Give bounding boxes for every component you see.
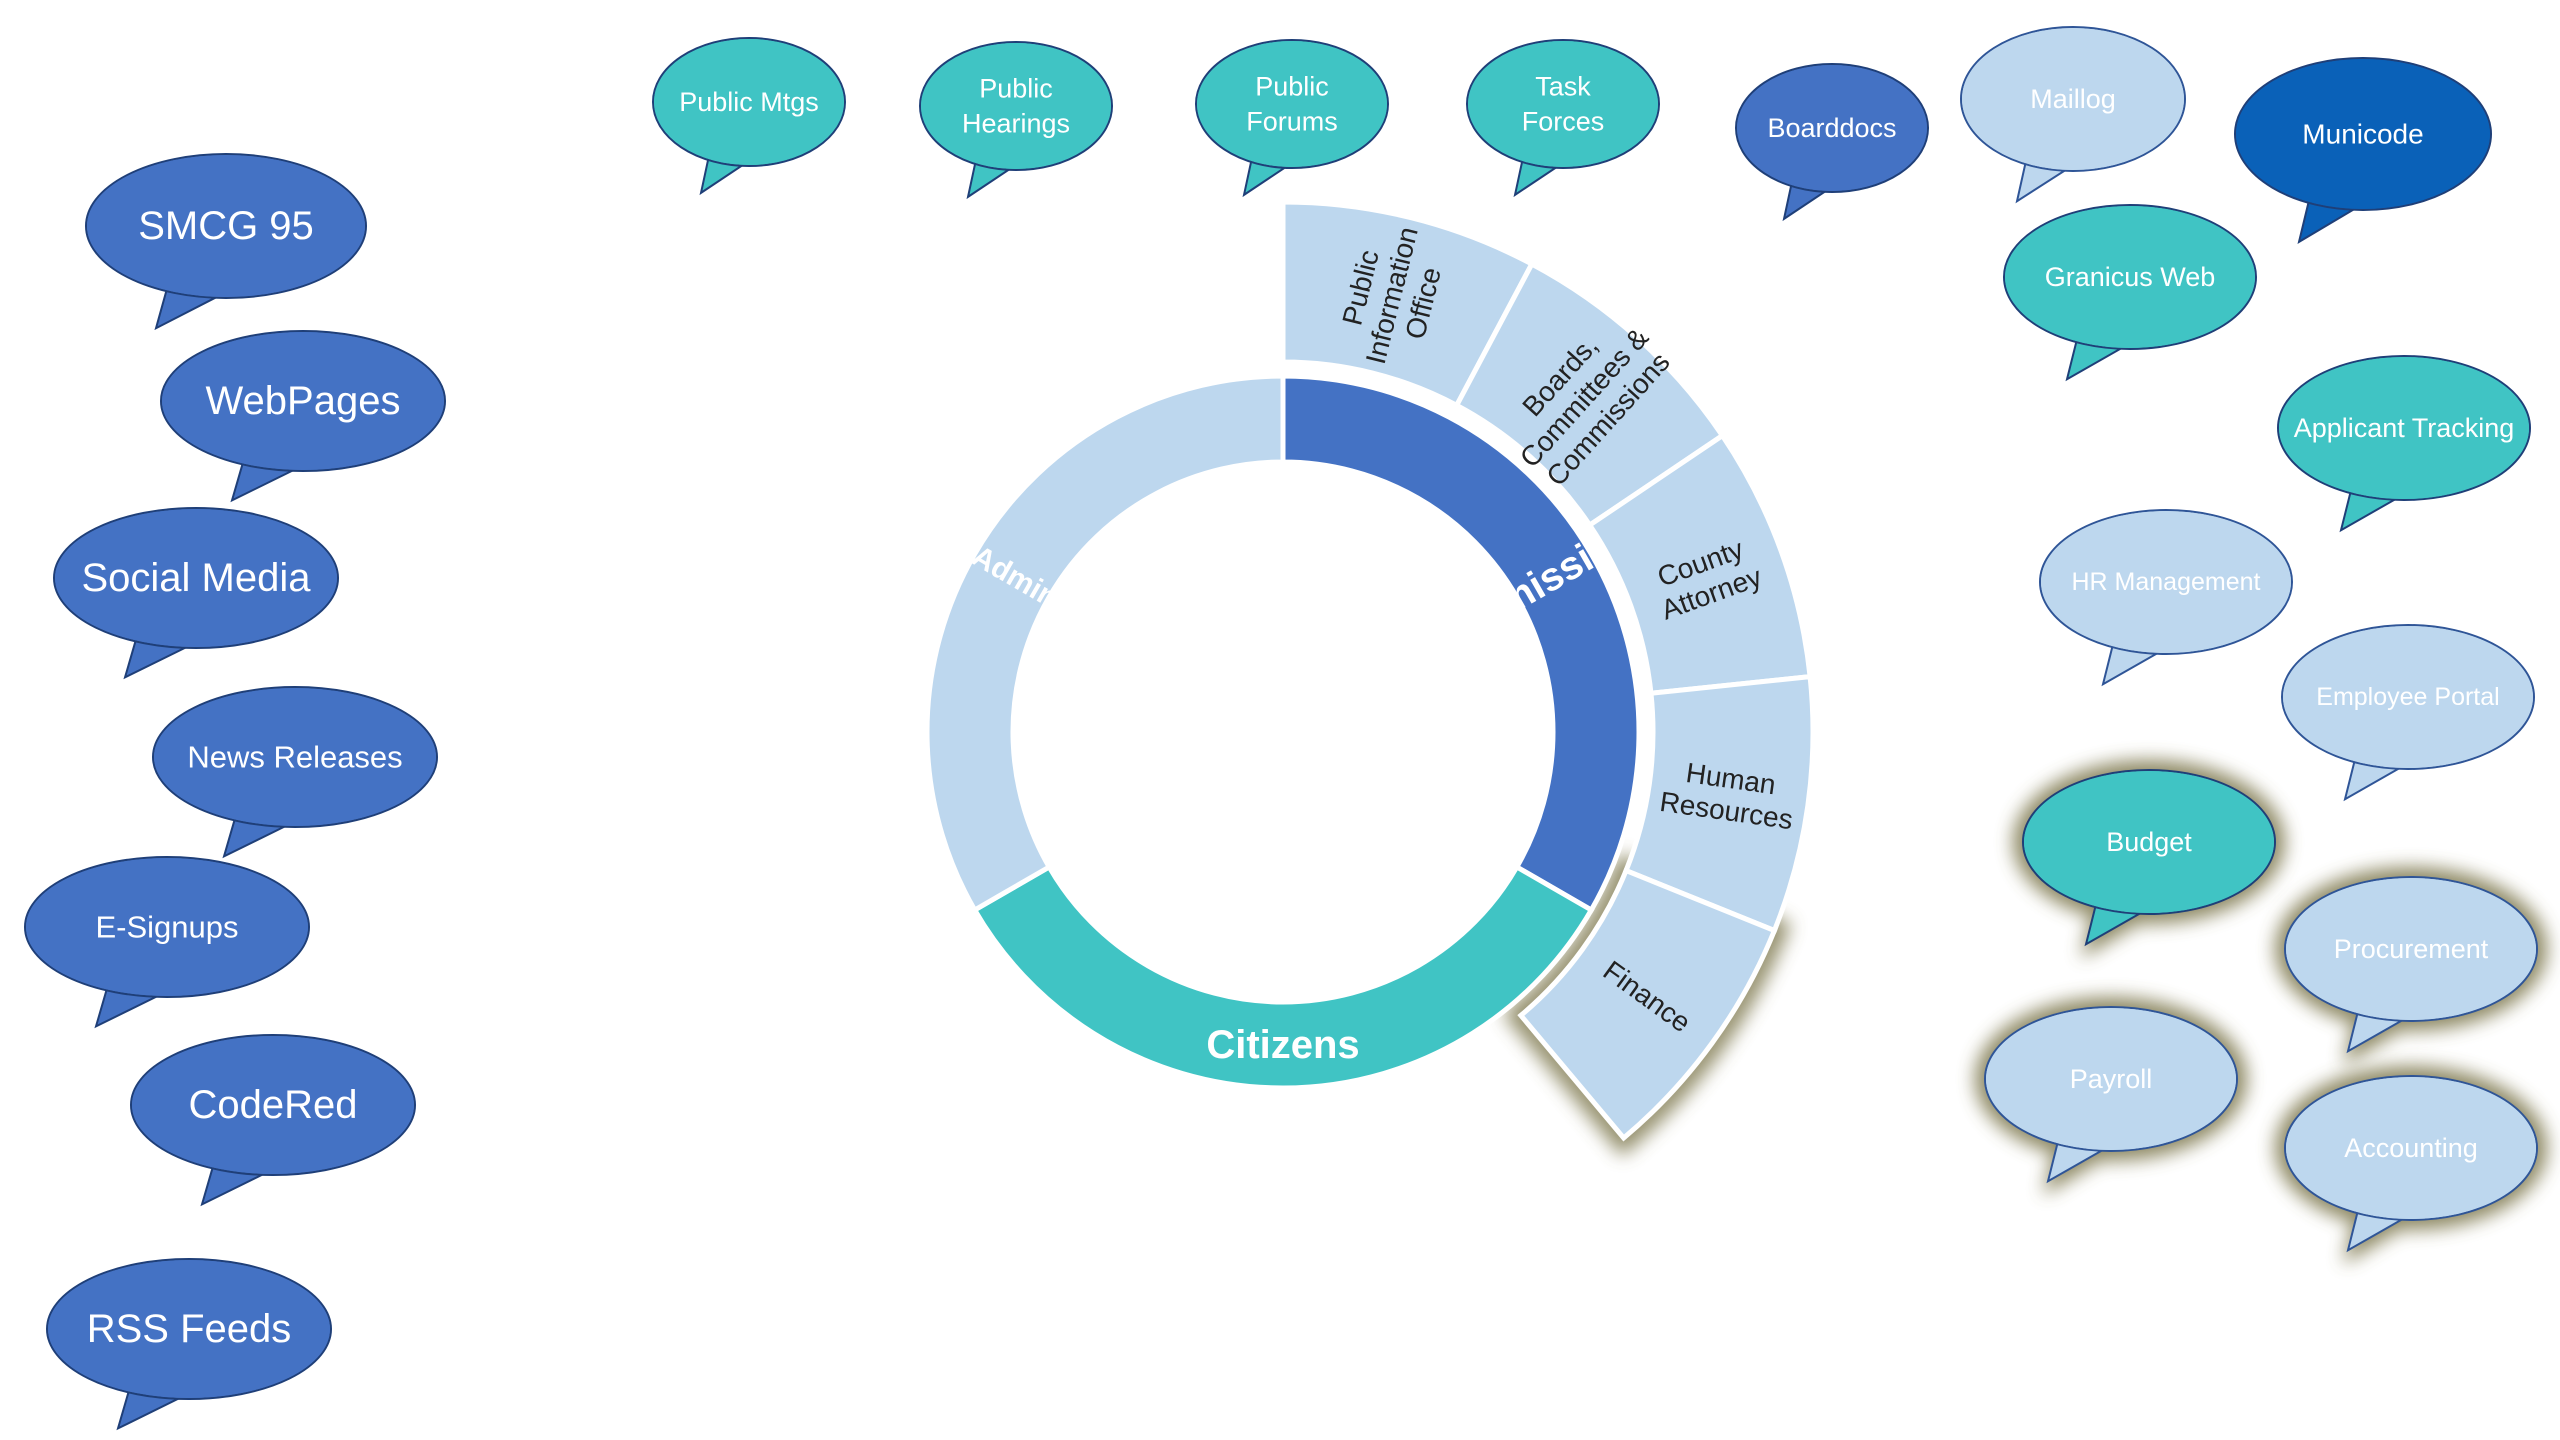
bubble-applicant-tracking: Applicant Tracking bbox=[2277, 355, 2531, 533]
bubble-label-line: Forums bbox=[1246, 107, 1338, 137]
bubble-webpages: WebPages bbox=[160, 330, 446, 503]
bubble-label-line: Public bbox=[979, 73, 1053, 103]
bubble-payroll: Payroll bbox=[1984, 1006, 2238, 1184]
bubble-label-line: Applicant Tracking bbox=[2294, 413, 2515, 443]
bubble-label-line: Task bbox=[1535, 71, 1591, 101]
bubble-label-line: Public Mtgs bbox=[679, 87, 819, 117]
bubble-news-releases: News Releases bbox=[152, 686, 438, 859]
bubble-label-line: HR Management bbox=[2072, 568, 2261, 596]
bubble-social-media: Social Media bbox=[53, 507, 339, 680]
arc-segment-boards-committees-commissions: Boards,Committees &Commissions bbox=[1453, 260, 1726, 529]
bubble-label-e-signups: E-Signups bbox=[95, 910, 238, 945]
bubble-budget: Budget bbox=[2022, 769, 2276, 947]
bubble-label-line: Accounting bbox=[2344, 1133, 2478, 1163]
bubble-label-hr-management: HR Management bbox=[2072, 568, 2261, 596]
bubble-smcg-95: SMCG 95 bbox=[85, 153, 367, 331]
bubble-label-public-mtgs: Public Mtgs bbox=[679, 87, 819, 117]
bubble-label-rss-feeds: RSS Feeds bbox=[87, 1307, 292, 1351]
bubble-label-line: Maillog bbox=[2030, 84, 2116, 114]
bubble-label-employee-portal: Employee Portal bbox=[2316, 683, 2499, 711]
bubble-label-payroll: Payroll bbox=[2070, 1064, 2153, 1094]
bubble-codered: CodeRed bbox=[130, 1034, 416, 1207]
bubble-employee-portal: Employee Portal bbox=[2281, 624, 2535, 802]
bubble-label-line: Forces bbox=[1522, 107, 1605, 137]
bubble-label-line: Boarddocs bbox=[1767, 113, 1896, 143]
bubble-municode: Municode bbox=[2234, 57, 2492, 244]
bubble-label-line: E-Signups bbox=[95, 910, 238, 945]
bubble-label-line: SMCG 95 bbox=[138, 204, 314, 248]
bubble-label-line: CodeRed bbox=[188, 1083, 357, 1127]
bubble-label-granicus-web: Granicus Web bbox=[2045, 262, 2216, 292]
bubble-label-line: Social Media bbox=[81, 556, 311, 600]
bubble-label-line: WebPages bbox=[206, 379, 401, 423]
bubble-label-line: Public bbox=[1255, 71, 1329, 101]
ring-segment-county-administrator: County Administrator bbox=[871, 373, 1286, 914]
bubble-label-codered: CodeRed bbox=[188, 1083, 357, 1127]
bubble-granicus-web: Granicus Web bbox=[2003, 204, 2257, 382]
arc-segment-county-attorney: CountyAttorney bbox=[1586, 432, 1813, 697]
bubble-e-signups: E-Signups bbox=[24, 856, 310, 1029]
bubble-rss-feeds: RSS Feeds bbox=[46, 1258, 332, 1431]
bubble-label-line: RSS Feeds bbox=[87, 1307, 292, 1351]
bubble-label-webpages: WebPages bbox=[206, 379, 401, 423]
bubble-label-line: Budget bbox=[2106, 827, 2192, 857]
bubble-label-line: Hearings bbox=[962, 109, 1070, 139]
bubble-label-line: News Releases bbox=[187, 740, 402, 775]
bubble-label-accounting: Accounting bbox=[2344, 1133, 2478, 1163]
bubble-label-line: Payroll bbox=[2070, 1064, 2153, 1094]
bubble-label-smcg-95: SMCG 95 bbox=[138, 204, 314, 248]
bubble-label-applicant-tracking: Applicant Tracking bbox=[2294, 413, 2515, 443]
bubble-maillog: Maillog bbox=[1960, 26, 2186, 204]
bubble-label-news-releases: News Releases bbox=[187, 740, 402, 775]
bubble-label-line: Granicus Web bbox=[2045, 262, 2216, 292]
bubble-label-maillog: Maillog bbox=[2030, 84, 2116, 114]
bubble-label-social-media: Social Media bbox=[81, 556, 311, 600]
bubble-hr-management: HR Management bbox=[2039, 509, 2293, 687]
arc-segment-finance: Finance bbox=[1517, 867, 1778, 1142]
bubble-label-line: Municode bbox=[2302, 119, 2423, 150]
bubble-label-procurement: Procurement bbox=[2334, 934, 2489, 964]
bubble-label-boarddocs: Boarddocs bbox=[1767, 113, 1896, 143]
bubble-label-budget: Budget bbox=[2106, 827, 2192, 857]
bubble-label-line: Employee Portal bbox=[2316, 683, 2499, 711]
bubble-public-mtgs: Public Mtgs bbox=[652, 37, 846, 196]
bubble-procurement: Procurement bbox=[2284, 876, 2538, 1054]
arc-segment-human-resources: HumanResources bbox=[1622, 673, 1816, 934]
ring-segment-citizens: Citizens bbox=[971, 863, 1595, 1091]
ring-label-citizens: Citizens bbox=[1206, 1023, 1359, 1067]
bubble-label-line: Procurement bbox=[2334, 934, 2489, 964]
bubble-boarddocs: Boarddocs bbox=[1735, 63, 1929, 222]
bubble-label-municode: Municode bbox=[2302, 119, 2423, 150]
bubble-accounting: Accounting bbox=[2284, 1075, 2538, 1253]
